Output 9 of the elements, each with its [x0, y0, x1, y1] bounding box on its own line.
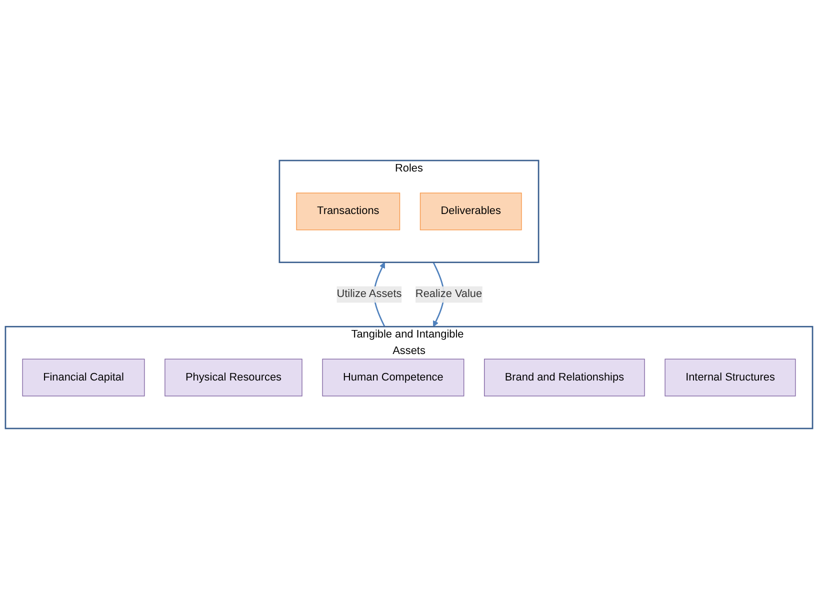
node-box: Human Competence — [322, 358, 464, 396]
node-box: Transactions — [296, 192, 400, 230]
node-box: Deliverables — [420, 192, 522, 230]
node-box: Physical Resources — [164, 358, 302, 396]
node-box: Brand and Relationships — [484, 358, 645, 396]
node-box: Financial Capital — [22, 358, 145, 396]
edge-label: Utilize Assets — [336, 288, 402, 300]
edge-label: Realize Value — [415, 288, 482, 300]
node-box: Internal Structures — [664, 358, 796, 396]
